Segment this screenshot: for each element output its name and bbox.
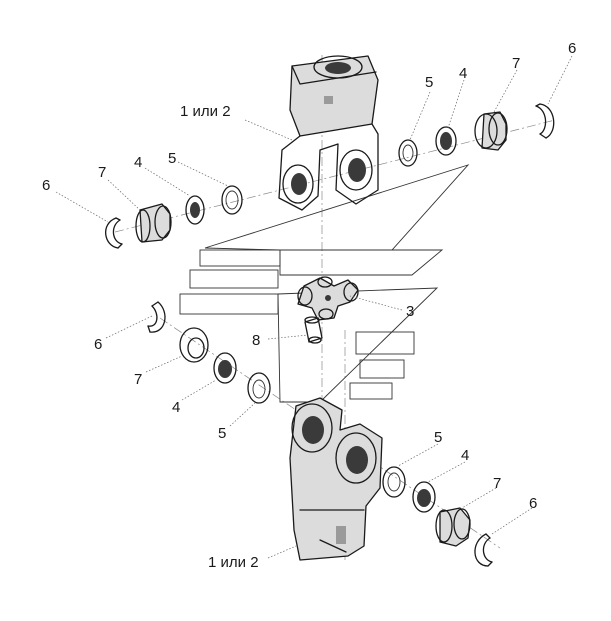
label-seal-ur: 4 bbox=[459, 65, 467, 82]
label-circlip-lr: 6 bbox=[529, 495, 537, 512]
label-circlip-ur: 6 bbox=[568, 40, 576, 57]
callout-labels: 1 или 2 5 4 7 6 6 7 4 5 6 7 4 5 8 3 5 4 … bbox=[42, 40, 576, 571]
lower-right-parts bbox=[382, 466, 493, 567]
label-washer-ll: 5 bbox=[218, 425, 226, 442]
leader-lines bbox=[55, 55, 573, 559]
label-bearing-ll: 7 bbox=[134, 371, 142, 388]
label-bearing-lr: 7 bbox=[493, 475, 501, 492]
label-circlip-ll: 6 bbox=[94, 336, 102, 353]
label-washer-ur: 5 bbox=[425, 74, 433, 91]
label-washer-ul: 5 bbox=[168, 150, 176, 167]
lower-yoke bbox=[289, 397, 383, 561]
label-circlip-ul: 6 bbox=[42, 177, 50, 194]
upper-left-parts bbox=[105, 185, 243, 249]
lower-left-parts bbox=[147, 301, 271, 404]
label-bearing-ur: 7 bbox=[512, 55, 520, 72]
label-bearing-ul: 7 bbox=[98, 164, 106, 181]
label-yoke-top: 1 или 2 bbox=[180, 103, 231, 120]
label-cross: 3 bbox=[406, 303, 414, 320]
label-seal-ll: 4 bbox=[172, 399, 180, 416]
label-seal-lr: 4 bbox=[461, 447, 469, 464]
upper-right-parts bbox=[398, 103, 555, 167]
label-grease-fitting: 8 bbox=[252, 332, 260, 349]
label-yoke-bottom: 1 или 2 bbox=[208, 554, 259, 571]
label-seal-ul: 4 bbox=[134, 154, 142, 171]
label-washer-lr: 5 bbox=[434, 429, 442, 446]
cross-spider bbox=[297, 276, 359, 321]
grease-fitting bbox=[304, 316, 323, 344]
upper-yoke bbox=[278, 55, 379, 211]
